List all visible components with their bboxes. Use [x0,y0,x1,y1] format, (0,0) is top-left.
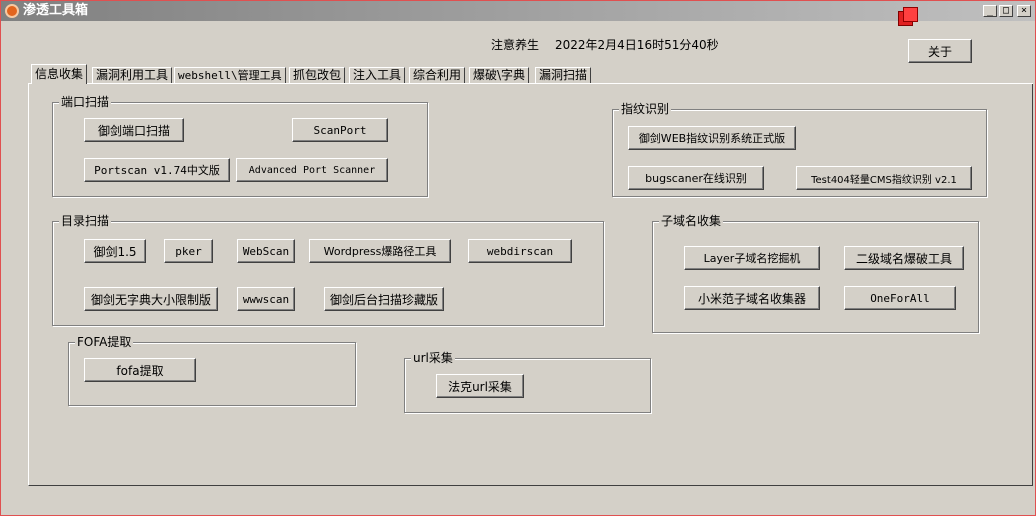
red-windows-icon [898,7,918,27]
advanced-port-scanner-button[interactable]: Advanced Port Scanner [236,158,388,182]
tab-packet-capture[interactable]: 抓包改包 [289,67,346,84]
tab-panel [28,84,1033,486]
group-url-collect: url采集 [404,351,651,413]
maximize-button[interactable]: □ [999,5,1013,17]
tab-webshell-manager[interactable]: webshell\管理工具 [174,67,286,84]
group-title: 指纹识别 [619,102,672,116]
yujian-no-dict-limit-button[interactable]: 御剑无字典大小限制版 [84,287,218,311]
about-button[interactable]: 关于 [908,39,972,63]
minimize-button[interactable]: _ [983,5,997,17]
group-title: 端口扫描 [59,95,112,109]
yujian-port-scan-button[interactable]: 御剑端口扫描 [84,118,184,142]
wordpress-path-button[interactable]: Wordpress爆路径工具 [309,239,451,263]
yujian-admin-scan-button[interactable]: 御剑后台扫描珍藏版 [324,287,444,311]
yujian-web-fingerprint-button[interactable]: 御剑WEB指纹识别系统正式版 [628,126,796,150]
app-icon [5,4,19,18]
layer-subdomain-button[interactable]: Layer子域名挖掘机 [684,246,820,270]
tab-vuln-scan[interactable]: 漏洞扫描 [535,67,592,84]
group-title: 子域名收集 [659,214,724,228]
webdirscan-button[interactable]: webdirscan [468,239,572,263]
tab-injection-tools[interactable]: 注入工具 [349,67,406,84]
group-subdomain: 子域名收集 [652,214,979,333]
scanport-button[interactable]: ScanPort [292,118,388,142]
datetime-label: 2022年2月4日16时51分40秒 [555,38,719,52]
group-fingerprint: 指纹识别 [612,102,987,197]
portscan-button[interactable]: Portscan v1.74中文版 [84,158,230,182]
tab-exploit-tools[interactable]: 漏洞利用工具 [92,67,173,84]
bugscaner-online-button[interactable]: bugscaner在线识别 [628,166,764,190]
window-title: 渗透工具箱 [23,3,89,18]
motto-label: 注意养生 [491,38,540,52]
tab-comprehensive[interactable]: 综合利用 [409,67,466,84]
group-fofa: FOFA提取 [68,335,356,406]
group-title: 目录扫描 [59,214,112,228]
tab-strip-line [28,83,1033,84]
group-dir-scan: 目录扫描 [52,214,604,326]
tab-bruteforce-dict[interactable]: 爆破\字典 [469,67,530,84]
group-port-scan: 端口扫描 [52,95,428,197]
title-bar[interactable]: 渗透工具箱 _ □ × [1,1,1035,21]
pker-button[interactable]: pker [164,239,213,263]
yujian-1-5-button[interactable]: 御剑1.5 [84,239,146,263]
oneforall-button[interactable]: OneForAll [844,286,956,310]
group-title: url采集 [411,351,455,365]
fofa-extract-button[interactable]: fofa提取 [84,358,196,382]
wwwscan-button[interactable]: wwwscan [237,287,295,311]
group-title: FOFA提取 [75,335,134,349]
fake-url-collect-button[interactable]: 法克url采集 [436,374,524,398]
close-button[interactable]: × [1017,5,1031,17]
subdomain-bruteforce-button[interactable]: 二级域名爆破工具 [844,246,964,270]
xiaomifan-subdomain-button[interactable]: 小米范子域名收集器 [684,286,820,310]
webscan-button[interactable]: WebScan [237,239,295,263]
test404-cms-fingerprint-button[interactable]: Test404轻量CMS指纹识别 v2.1 [796,166,972,190]
tab-info-gathering[interactable]: 信息收集 [31,64,88,84]
